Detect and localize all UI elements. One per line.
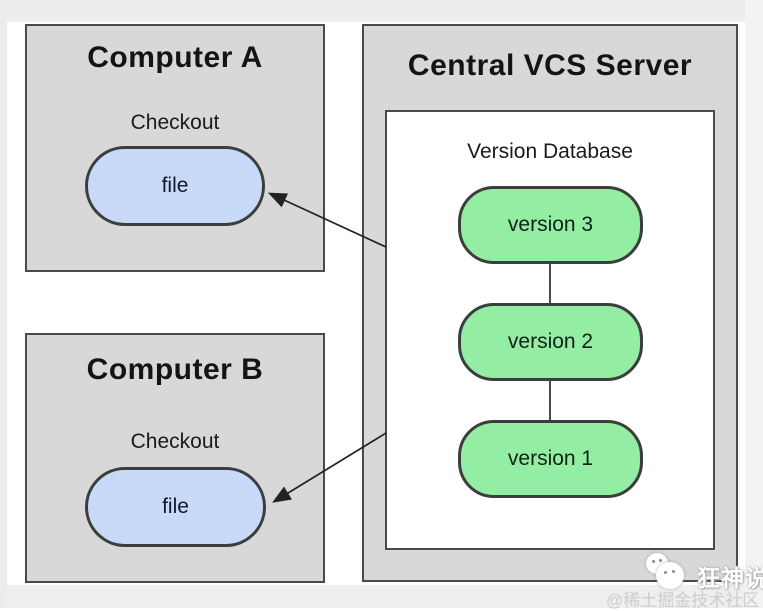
file-node-b-label: file xyxy=(162,495,189,518)
bubble-eye-icon xyxy=(659,559,662,562)
bottom-letterbox xyxy=(0,585,763,608)
file-node-a-label: file xyxy=(161,174,189,197)
version-node-3-label: version 3 xyxy=(507,213,594,236)
file-node-b: file xyxy=(85,467,266,547)
connector-v3-v2 xyxy=(549,263,551,304)
version-database-title: Version Database xyxy=(467,140,633,163)
computer-a-title: Computer A xyxy=(87,41,263,74)
central-vcs-server-title: Central VCS Server xyxy=(407,49,693,82)
left-edge-shade xyxy=(0,0,7,608)
watermark-brand-text: 狂神说 xyxy=(697,565,763,591)
top-letterbox xyxy=(0,0,763,22)
watermark-credit-text: @稀土掘金技术社区 xyxy=(606,591,760,610)
file-node-a: file xyxy=(85,146,265,226)
bubble-eye-icon xyxy=(664,571,667,574)
right-edge-shade xyxy=(745,0,763,608)
version-node-2-label: version 2 xyxy=(507,330,594,353)
connector-v2-v1 xyxy=(549,380,551,421)
bubble-eye-icon xyxy=(672,570,675,573)
computer-b-title: Computer B xyxy=(86,353,264,386)
version-node-3: version 3 xyxy=(458,186,643,264)
checkout-label-a: Checkout xyxy=(130,111,220,134)
checkout-label-b: Checkout xyxy=(130,430,220,453)
bubble-eye-icon xyxy=(652,560,655,563)
version-node-2: version 2 xyxy=(458,303,643,381)
version-node-1: version 1 xyxy=(458,420,643,498)
chat-bubble-big-icon xyxy=(656,562,684,589)
version-node-1-label: version 1 xyxy=(507,447,594,470)
watermark: 狂神说 @稀土掘金技术社区 xyxy=(600,548,763,610)
